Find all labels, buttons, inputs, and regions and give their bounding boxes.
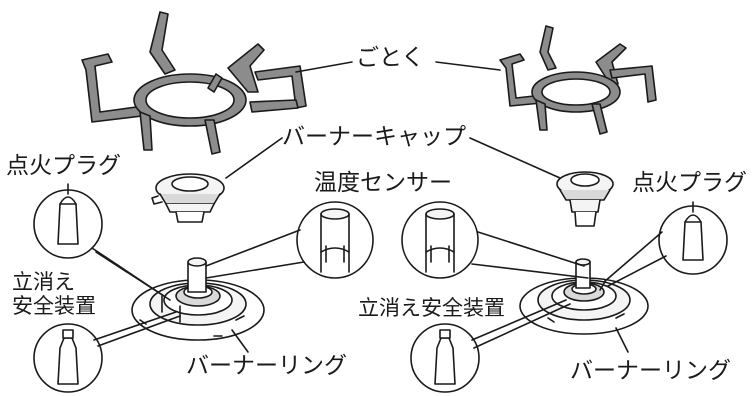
label-gotoku: ごとく: [356, 45, 425, 71]
label-flame-failure-right: 立消え安全装置: [358, 296, 505, 320]
callout-left-flame-failure: [33, 323, 103, 393]
left-grate: [81, 11, 307, 155]
right-grate: [499, 25, 657, 135]
callout-left-ignition-plug: [33, 183, 103, 259]
label-temp-sensor: 温度センサー: [314, 170, 452, 196]
callout-right-flame-failure: [410, 323, 480, 393]
callout-right-ignition-plug: [658, 201, 728, 275]
label-ignition-plug-right: 点火プラグ: [632, 170, 747, 196]
left-burner-ring: [131, 257, 265, 341]
callout-left-temp-sensor: [296, 201, 374, 279]
label-burner-cap: バーナーキャップ: [282, 124, 466, 150]
leader-lines: [91, 61, 667, 353]
right-burner-cap: [556, 171, 614, 227]
label-flame-failure-left-line2: 安全装置: [12, 294, 96, 318]
left-burner-cap: [151, 173, 225, 223]
label-flame-failure-left-line1: 立消え: [12, 270, 75, 294]
right-burner-ring: [519, 258, 649, 335]
label-burner-ring-left: バーナーリング: [186, 353, 347, 379]
label-ignition-plug-left: 点火プラグ: [6, 153, 121, 179]
callout-right-temp-sensor: [401, 201, 479, 279]
label-burner-ring-right: バーナーリング: [570, 358, 731, 384]
